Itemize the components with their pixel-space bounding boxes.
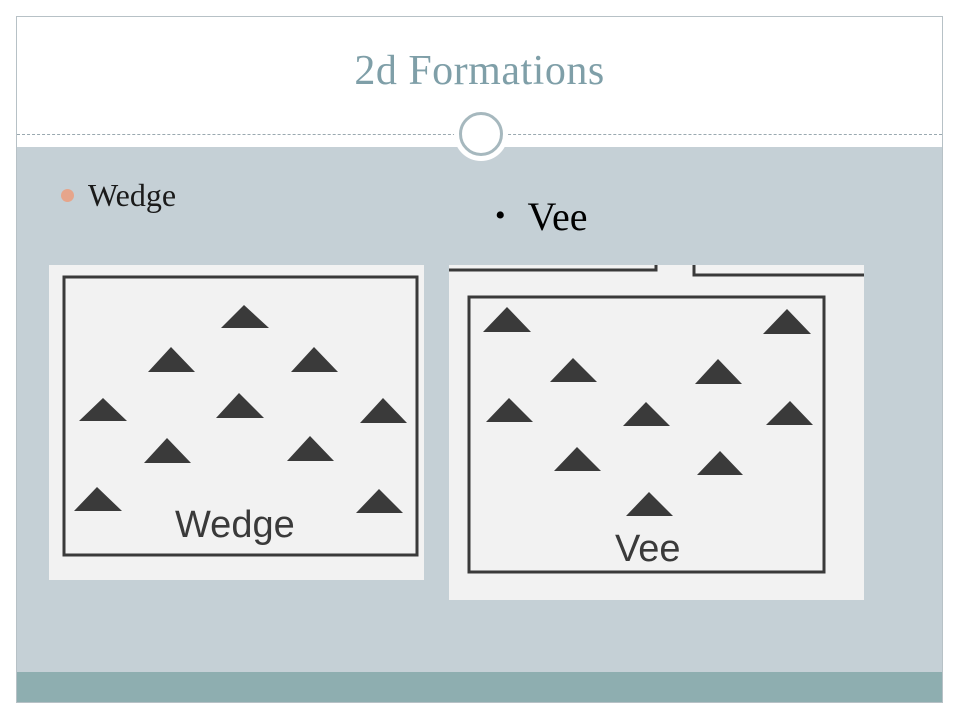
wedge-figure: Wedge: [49, 265, 424, 580]
bullet-wedge: Wedge: [61, 177, 176, 214]
triangle-icon: [360, 398, 407, 423]
triangle-icon: [483, 307, 531, 332]
triangle-icon: [148, 347, 195, 372]
triangle-icon: [291, 347, 338, 372]
vee-figure-svg: Vee: [449, 265, 864, 574]
triangle-icon: [623, 402, 670, 426]
bullet-vee: • Vee: [495, 193, 587, 240]
bullet-dot-icon: [61, 189, 74, 203]
footer-bar: [17, 672, 942, 702]
vee-figure-label: Vee: [615, 528, 681, 570]
triangle-icon: [79, 398, 127, 421]
ring-icon: [454, 107, 508, 161]
triangle-icon: [766, 401, 813, 425]
wedge-figure-svg: Wedge: [62, 275, 419, 557]
triangle-icon: [221, 305, 269, 328]
slide: 2d Formations Wedge • Vee Wedge: [16, 16, 943, 703]
triangle-icon: [356, 489, 403, 513]
ring-inner: [459, 112, 503, 156]
triangle-icon: [695, 359, 742, 384]
vee-top-edge-left: [449, 265, 658, 272]
triangle-icon: [550, 358, 597, 382]
slide-title: 2d Formations: [354, 48, 605, 94]
vee-frame: [467, 295, 826, 574]
triangle-icon: [486, 398, 533, 422]
triangle-icon: [287, 436, 334, 461]
bullet-dot-icon: •: [495, 199, 506, 232]
triangle-icon: [763, 309, 811, 334]
wedge-figure-label: Wedge: [175, 504, 295, 546]
bullet-wedge-text: Wedge: [88, 177, 177, 213]
bullet-vee-text: Vee: [527, 194, 588, 239]
triangle-icon: [697, 451, 743, 475]
triangle-icon: [554, 447, 601, 471]
triangle-icon: [144, 438, 191, 463]
wedge-frame: [62, 275, 419, 557]
vee-figure: Vee: [449, 265, 864, 600]
vee-top-edge-right: [692, 265, 864, 277]
triangle-icon: [626, 492, 673, 516]
triangle-icon: [74, 487, 122, 511]
triangle-icon: [216, 393, 264, 418]
